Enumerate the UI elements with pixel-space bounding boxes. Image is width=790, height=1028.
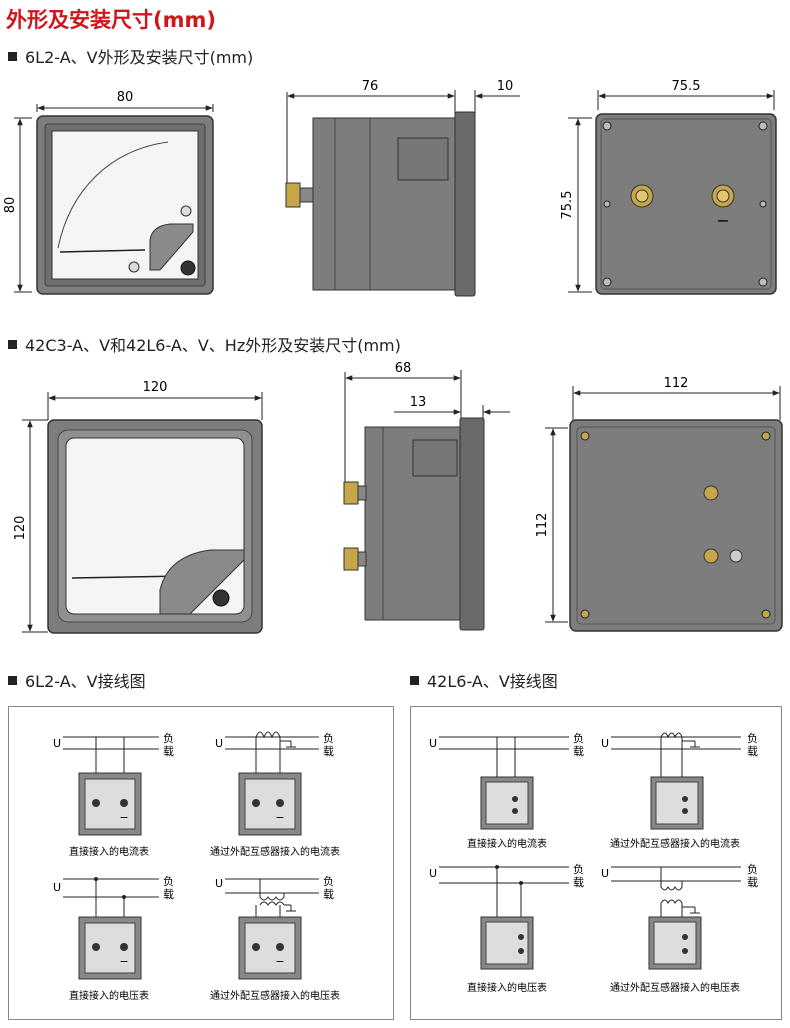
caption-direct-voltage: 直接接入的电压表 — [467, 981, 547, 994]
load-label-1: 负 — [163, 731, 174, 745]
section-heading-text: 42C3-A、V和42L6-A、V、Hz外形及安装尺寸(mm) — [25, 336, 401, 355]
dim-side-flange: 10 — [497, 79, 514, 94]
load-label-1: 负 — [323, 874, 334, 888]
back-view-42c3: 112 112 — [535, 376, 783, 632]
load-label-1: 负 — [747, 731, 758, 745]
load-label-2: 载 — [323, 888, 334, 901]
u-label: U — [429, 737, 437, 750]
wiring-heading-right: 42L6-A、V接线图 — [410, 668, 558, 692]
minus-label: − — [119, 955, 128, 968]
dim-front-width: 80 — [117, 90, 134, 105]
load-label-2: 载 — [747, 745, 758, 758]
load-label-2: 载 — [163, 745, 174, 758]
wiring-box-right: U 负 载 直接接入的电流表 U 负 载 通过外配互感器接入的电流表 U 负 载 — [410, 706, 782, 1020]
u-label: U — [601, 737, 609, 750]
load-label-1: 负 — [163, 874, 174, 888]
u-label: U — [215, 877, 223, 890]
caption-pt-voltage: 通过外配互感器接入的电压表 — [210, 989, 340, 1002]
caption-ct-current: 通过外配互感器接入的电流表 — [610, 837, 740, 850]
u-label: U — [53, 881, 61, 894]
load-label-1: 负 — [573, 731, 584, 745]
minus-terminal-label: − — [716, 211, 729, 230]
dim-side-depth-68: 68 — [395, 361, 412, 376]
minus-label: − — [275, 955, 284, 968]
back-view-6l2: 75.5 75.5 − — [560, 79, 777, 295]
dim-back-height-112: 112 — [535, 513, 550, 538]
bullet-icon — [410, 676, 419, 685]
load-label-2: 载 — [163, 888, 174, 901]
front-view-6l2: 80 80 — [3, 90, 214, 295]
dim-side-depth: 76 — [362, 79, 379, 94]
load-label-2: 载 — [323, 745, 334, 758]
side-view-42c3: 68 13 — [343, 361, 510, 631]
dim-front-height: 80 — [3, 197, 18, 214]
side-view-6l2: 76 10 — [285, 79, 520, 297]
wiring-direct-voltage-42: U 负 载 直接接入的电压表 — [429, 862, 584, 994]
dim-back-height: 75.5 — [560, 191, 575, 220]
wiring-box-left: U 负 载 − 直接接入的电流表 U 负 载 − 通过外配互感器接入的电流表 U… — [8, 706, 394, 1020]
section2-drawings: 120 120 68 13 112 112 — [13, 361, 783, 634]
caption-direct-current: 直接接入的电流表 — [467, 837, 547, 850]
load-label-1: 负 — [573, 862, 584, 876]
dim-back-width-112: 112 — [664, 376, 689, 391]
minus-label: − — [119, 811, 128, 824]
load-label-2: 载 — [573, 876, 584, 889]
caption-direct-voltage: 直接接入的电压表 — [69, 989, 149, 1002]
caption-pt-voltage: 通过外配互感器接入的电压表 — [610, 981, 740, 994]
u-label: U — [601, 867, 609, 880]
caption-direct-current: 直接接入的电流表 — [69, 845, 149, 858]
u-label: U — [215, 737, 223, 750]
wiring-pt-voltage: U 负 载 − 通过外配互感器接入的电压表 — [210, 874, 340, 1002]
wiring-direct-voltage: U 负 载 − 直接接入的电压表 — [53, 874, 174, 1002]
load-label-2: 载 — [747, 876, 758, 889]
bullet-icon — [8, 340, 17, 349]
bullet-icon — [8, 676, 17, 685]
load-label-1: 负 — [747, 862, 758, 876]
minus-label: − — [275, 811, 284, 824]
wiring-direct-current-42: U 负 载 直接接入的电流表 — [429, 731, 584, 850]
dim-front-width-120: 120 — [143, 380, 168, 395]
wiring-heading-left-text: 6L2-A、V接线图 — [25, 672, 146, 691]
wiring-direct-current: U 负 载 − 直接接入的电流表 — [53, 731, 174, 858]
wiring-ct-current: U 负 载 − 通过外配互感器接入的电流表 — [210, 731, 340, 858]
u-label: U — [429, 867, 437, 880]
wiring-pt-voltage-42: U 负 载 通过外配互感器接入的电压表 — [601, 862, 758, 994]
section-heading-text: 6L2-A、V外形及安装尺寸(mm) — [25, 48, 254, 67]
dim-side-flange-13: 13 — [410, 395, 427, 410]
front-view-42c3: 120 120 — [13, 380, 263, 634]
dim-front-height-120: 120 — [13, 516, 28, 541]
wiring-heading-left: 6L2-A、V接线图 — [8, 668, 146, 692]
load-label-2: 载 — [573, 745, 584, 758]
load-label-1: 负 — [323, 731, 334, 745]
page-title: 外形及安装尺寸(mm) — [6, 8, 216, 32]
caption-ct-current: 通过外配互感器接入的电流表 — [210, 845, 340, 858]
section-heading-6l2: 6L2-A、V外形及安装尺寸(mm) — [8, 44, 253, 68]
u-label: U — [53, 737, 61, 750]
wiring-ct-current-42: U 负 载 通过外配互感器接入的电流表 — [601, 731, 758, 850]
section-heading-42c3: 42C3-A、V和42L6-A、V、Hz外形及安装尺寸(mm) — [8, 332, 401, 356]
section1-drawings: 80 80 76 10 75.5 — [3, 79, 777, 297]
wiring-heading-right-text: 42L6-A、V接线图 — [427, 672, 558, 691]
dim-back-width: 75.5 — [672, 79, 701, 94]
bullet-icon — [8, 52, 17, 61]
